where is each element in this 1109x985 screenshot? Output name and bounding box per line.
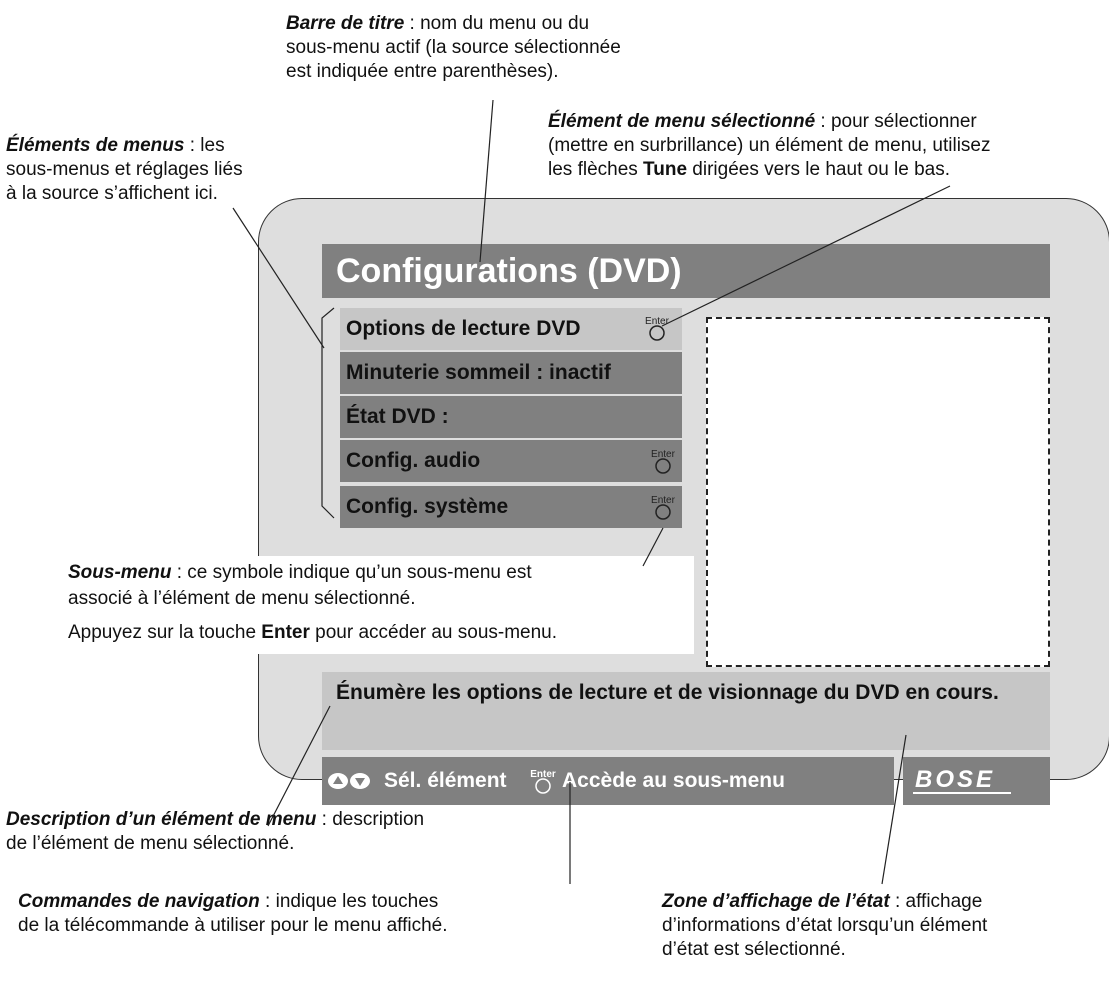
annotation-term: Zone d’affichage de l’état — [662, 891, 890, 912]
status-display-zone — [706, 317, 1050, 667]
menu-item-dvd-options[interactable]: Options de lecture DVD — [340, 308, 682, 350]
svg-text:Enter: Enter — [651, 449, 676, 460]
menu-description-bar: Énumère les options de lecture et de vis… — [322, 672, 1050, 750]
annotation-term: Commandes de navigation — [18, 891, 260, 912]
menu-item-system-config[interactable]: Config. système — [340, 486, 682, 528]
enter-icon: Enter — [651, 449, 676, 474]
bose-logo: BOSE — [915, 766, 996, 793]
menu-item-audio-config[interactable]: Config. audio — [340, 440, 682, 482]
annotation-menu-items: Éléments de menus : les sous-menus et ré… — [6, 135, 243, 204]
enter-icon: Enter — [645, 316, 670, 341]
nav-submenu-label: Accède au sous-menu — [562, 769, 785, 792]
menu-item-label: Config. audio — [346, 449, 481, 472]
annotation-title-bar: Barre de titre : nom du menu ou du sous-… — [286, 13, 621, 82]
svg-text:Enter: Enter — [645, 316, 670, 327]
nav-select-label: Sél. élément — [384, 769, 507, 792]
bose-logo-box: BOSE — [903, 757, 1050, 805]
annotation-term: Sous-menu — [68, 562, 172, 583]
logo-underline — [913, 792, 1011, 794]
annotation-selected-item: Élément de menu sélectionné : pour sélec… — [548, 111, 991, 180]
menu-item-label: Config. système — [346, 495, 509, 518]
menu-item-sleep-timer[interactable]: Minuterie sommeil : inactif — [340, 352, 682, 394]
annotation-term: Éléments de menus — [6, 135, 185, 156]
menu-item-label: État DVD : — [346, 405, 449, 428]
menu-title-bar: Configurations (DVD) — [322, 244, 1050, 298]
annotation-term: Élément de menu sélectionné — [548, 111, 816, 132]
menu-item-label: Minuterie sommeil : inactif — [346, 361, 611, 384]
enter-icon: Enter — [530, 769, 556, 794]
annotation-submenu-box — [62, 556, 694, 654]
menu-item-dvd-status[interactable]: État DVD : — [340, 396, 682, 438]
annotation-submenu: Sous-menu : ce symbole indique qu’un sou… — [68, 562, 558, 643]
annotation-term: Barre de titre — [286, 13, 405, 34]
annotation-status-zone: Zone d’affichage de l’état : affichage d… — [662, 891, 988, 960]
enter-icon: Enter — [651, 495, 676, 520]
menu-item-label: Options de lecture DVD — [346, 317, 581, 340]
annotation-description: Description d’un élément de menu : descr… — [6, 809, 425, 854]
annotation-navigation: Commandes de navigation : indique les to… — [18, 891, 448, 936]
annotation-term: Description d’un élément de menu — [6, 809, 317, 830]
navigation-bar: Sél. élément Enter Accède au sous-menu — [322, 757, 894, 805]
svg-text:Enter: Enter — [651, 495, 676, 506]
svg-text:Enter: Enter — [530, 769, 556, 780]
up-down-arrows-icon — [328, 773, 370, 789]
